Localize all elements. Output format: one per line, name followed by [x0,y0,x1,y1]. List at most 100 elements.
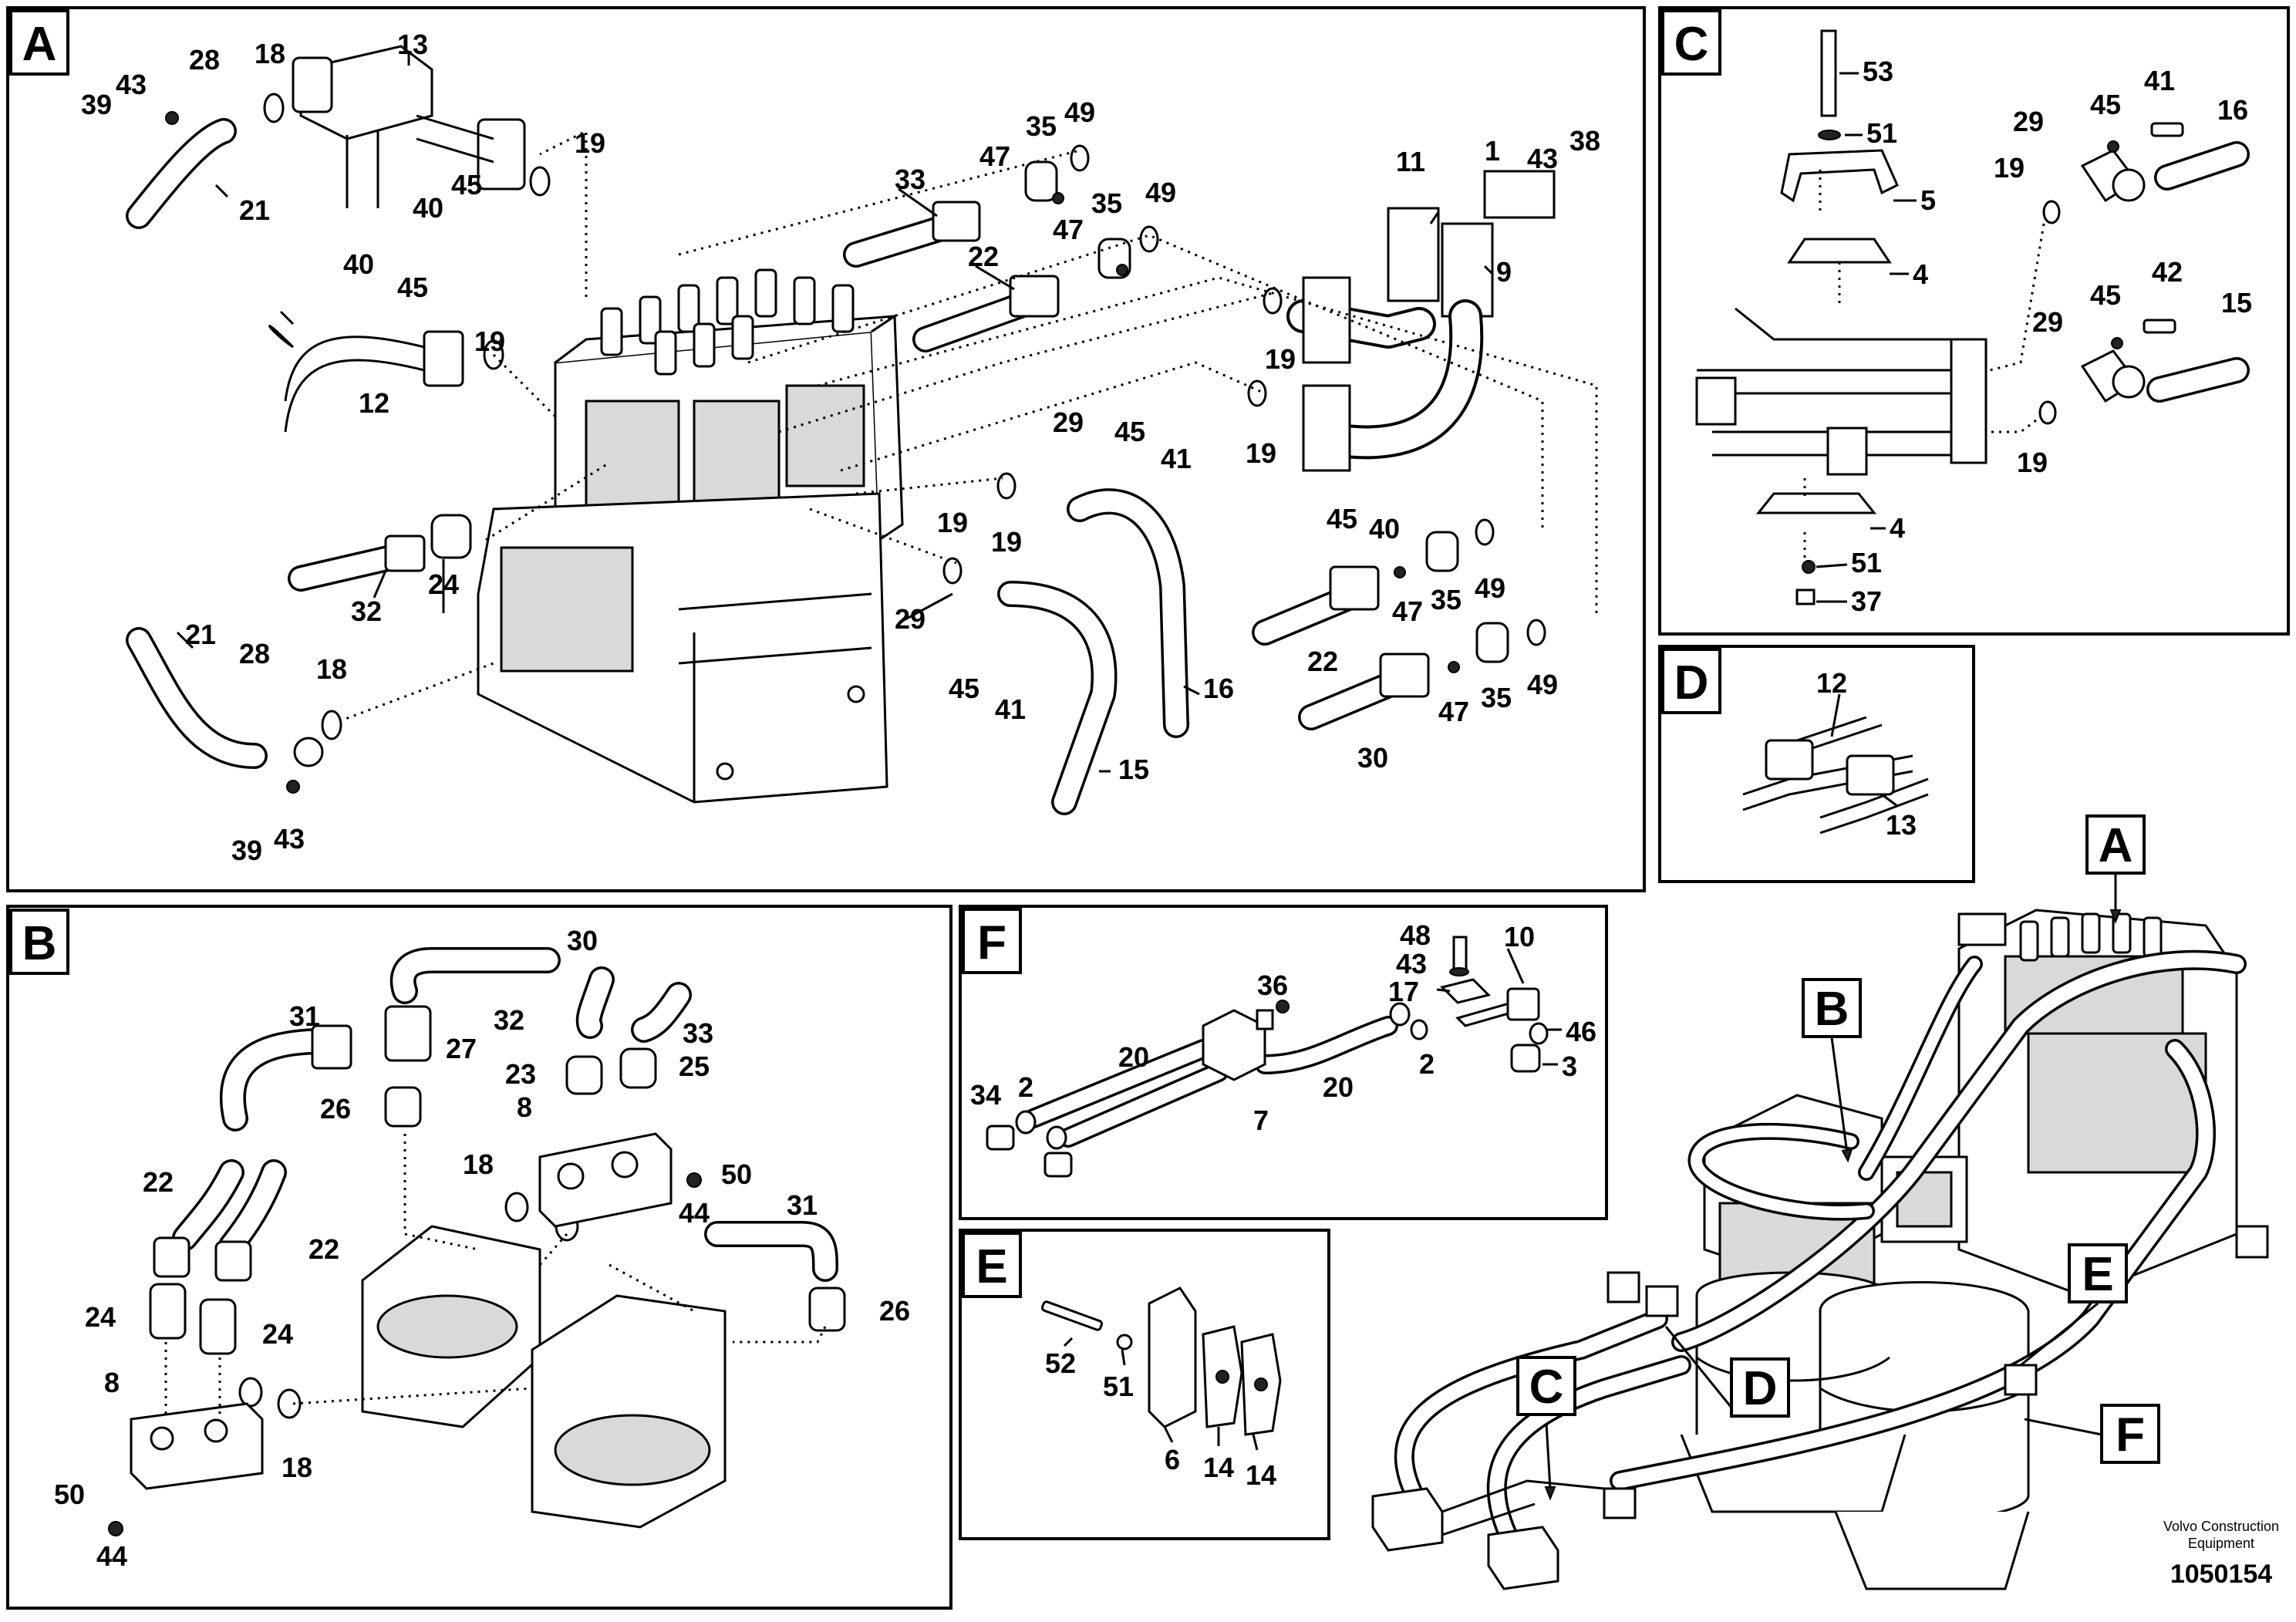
svg-text:45: 45 [397,271,428,303]
svg-text:40: 40 [1369,513,1400,545]
svg-text:51: 51 [1866,117,1897,149]
pipe-bundle-c [1695,307,1988,476]
svg-text:28: 28 [189,44,220,76]
view-a-frame [6,6,1646,892]
view-e-drawing: 52 51 6 14 14 [1040,1286,1282,1491]
svg-text:51: 51 [1103,1371,1134,1402]
svg-text:45: 45 [949,673,979,704]
dotted-leaders-a [339,129,1598,723]
drawing-number: 1050154 [2170,1560,2272,1589]
svg-text:43: 43 [274,823,305,855]
svg-text:B: B [1815,983,1849,1036]
svg-text:4: 4 [1890,512,1905,544]
svg-text:19: 19 [937,507,968,538]
view-d-tag: D [1661,648,1721,714]
valve-spools [600,268,855,376]
svg-text:10: 10 [1504,921,1535,953]
view-d-frame [1658,645,1975,883]
bolt-48 [1452,936,1468,971]
svg-text:19: 19 [1994,152,2025,184]
svg-text:35: 35 [1091,187,1122,219]
svg-text:19: 19 [575,127,605,159]
svg-text:35: 35 [1431,584,1462,615]
svg-text:29: 29 [1053,406,1084,438]
svg-text:47: 47 [979,140,1010,172]
svg-text:41: 41 [1161,443,1192,474]
manifold-block-8-bottom [130,1402,264,1490]
view-b-frame [6,905,952,1610]
view-f-drawing: 48 43 10 36 17 46 20 3 34 2 20 2 7 [970,919,1596,1178]
svg-text:22: 22 [143,1166,174,1198]
svg-text:4: 4 [1913,258,1928,290]
svg-text:29: 29 [895,603,925,635]
view-c-frame [1658,6,2290,636]
clamp-4-bottom [1755,492,1877,514]
svg-text:49: 49 [1064,96,1095,128]
svg-text:15: 15 [1118,754,1149,785]
clamp-5 [1780,149,1899,203]
svg-text:7: 7 [1253,1104,1269,1136]
overview-callout-a: A [2085,814,2146,875]
view-a-tag: A [9,9,69,76]
flanges-c [1795,122,2184,605]
svg-text:18: 18 [282,1452,312,1483]
svg-text:28: 28 [239,638,270,669]
svg-text:24: 24 [85,1301,116,1333]
svg-text:50: 50 [721,1158,752,1190]
overview-callout-e: E [2068,1243,2128,1303]
bracket-7 [1202,1009,1266,1081]
svg-text:48: 48 [1400,919,1431,951]
view-c-tag: C [1661,9,1721,76]
svg-text:17: 17 [1388,976,1419,1007]
view-f-frame [959,905,1608,1220]
svg-text:E: E [976,1240,1007,1293]
view-b-tag: B [9,909,69,975]
svg-text:27: 27 [446,1033,477,1064]
swing-motors-b [361,1225,727,1529]
svg-text:32: 32 [494,1004,524,1036]
svg-text:36: 36 [1257,969,1288,1001]
svg-text:C: C [1529,1361,1564,1414]
svg-text:49: 49 [1145,177,1176,208]
svg-text:31: 31 [289,1000,320,1032]
svg-text:C: C [1674,18,1709,71]
view-e-frame [959,1229,1330,1540]
svg-text:23: 23 [505,1058,536,1090]
svg-text:E: E [2082,1248,2113,1301]
svg-text:14: 14 [1246,1459,1276,1491]
svg-text:35: 35 [1481,682,1512,713]
svg-text:47: 47 [1438,696,1469,727]
svg-text:41: 41 [2144,65,2175,96]
svg-text:32: 32 [351,595,382,627]
svg-text:22: 22 [968,241,999,272]
svg-text:16: 16 [2217,94,2248,126]
svg-text:45: 45 [451,169,482,201]
svg-text:30: 30 [567,925,598,956]
svg-text:44: 44 [679,1197,710,1229]
svg-text:16: 16 [1203,673,1234,704]
svg-text:46: 46 [1566,1016,1596,1047]
fittings-b [108,1005,846,1536]
control-valve-assembly [477,268,904,804]
view-b-drawing: 30 31 27 32 33 23 25 26 8 18 44 50 22 22… [54,925,910,1572]
svg-text:40: 40 [343,248,374,280]
svg-text:43: 43 [1527,143,1558,174]
svg-text:47: 47 [1392,595,1423,627]
svg-text:20: 20 [1118,1041,1149,1073]
svg-text:45: 45 [1114,416,1145,447]
svg-text:19: 19 [1246,437,1276,469]
bolt-53 [1820,29,1837,117]
overview-callout-f: F [2100,1404,2160,1464]
svg-text:11: 11 [1396,146,1425,177]
svg-text:39: 39 [81,89,112,120]
svg-text:20: 20 [1323,1071,1354,1103]
credit-line-1: Volvo Construction [2163,1519,2279,1534]
part-numbers-f: 48 43 10 36 17 46 20 3 34 2 20 2 7 [970,919,1596,1136]
svg-text:30: 30 [1357,742,1388,774]
svg-text:53: 53 [1863,56,1893,87]
part-numbers-e: 52 51 6 14 14 [1045,1347,1276,1491]
credit-line-2: Equipment [2188,1536,2254,1551]
svg-text:29: 29 [2032,306,2063,338]
svg-text:33: 33 [683,1017,713,1049]
svg-text:A: A [22,18,57,71]
